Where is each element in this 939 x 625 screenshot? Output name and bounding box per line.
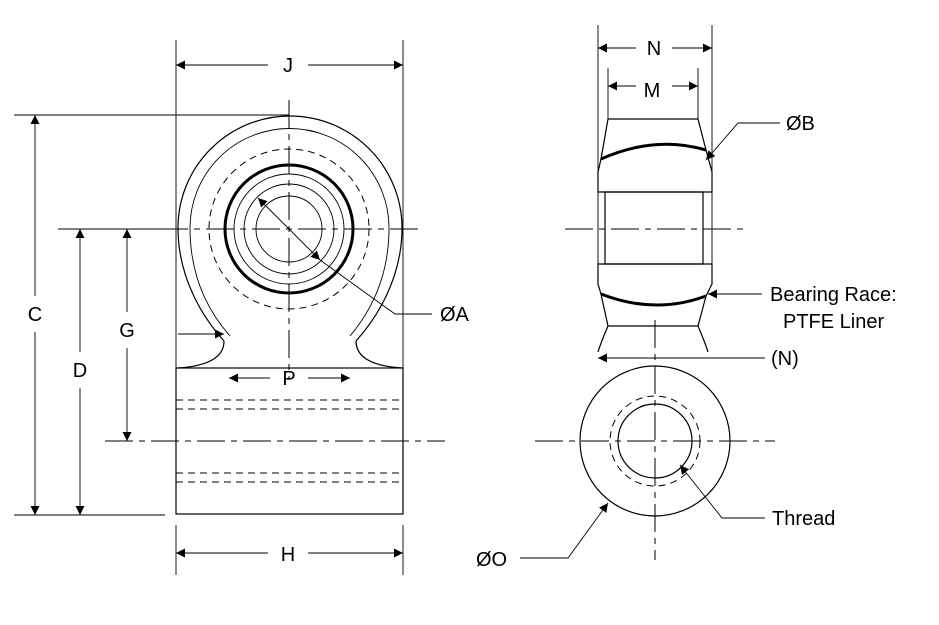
ball-top-hatch — [597, 143, 713, 193]
side-view: N M ØB Bearing Race: PTFE Liner (N) Thre… — [476, 25, 897, 571]
o-leader — [520, 502, 609, 559]
bearing-race-label: Bearing Race: — [770, 284, 897, 306]
dim-label-c: C — [28, 304, 42, 326]
b-leader — [705, 122, 780, 161]
neck-fillet-right — [355, 340, 403, 369]
dim-label-n: N — [647, 38, 661, 60]
a-leader — [319, 259, 432, 315]
dim-label-m: M — [644, 80, 661, 102]
ball-bore — [604, 191, 704, 265]
head-outline — [177, 115, 403, 342]
a-dim-diag — [257, 197, 321, 261]
dim-label-j: J — [283, 55, 293, 77]
dim-label-b: ØB — [786, 113, 815, 135]
dim-label-g: G — [119, 320, 135, 342]
neck-left — [597, 325, 609, 353]
thread-label: Thread — [772, 508, 835, 530]
head-inner-outline — [189, 128, 390, 337]
housing-bottom-hatch — [600, 293, 707, 327]
neck-fillet-left — [177, 340, 225, 369]
ptfe-liner-label-text: PTFE Liner — [783, 311, 884, 333]
neck-right — [697, 325, 709, 353]
dim-label-o: ØO — [476, 549, 507, 571]
front-view: J C D G P H ØA — [14, 40, 470, 575]
dim-label-d: D — [73, 360, 87, 382]
dim-label-n-ref: (N) — [771, 348, 799, 370]
dim-label-h: H — [281, 544, 295, 566]
dim-label-p: P — [282, 368, 295, 390]
race-arc-top — [600, 142, 707, 161]
dim-label-a: ØA — [440, 304, 470, 326]
thread-leader — [679, 464, 765, 519]
